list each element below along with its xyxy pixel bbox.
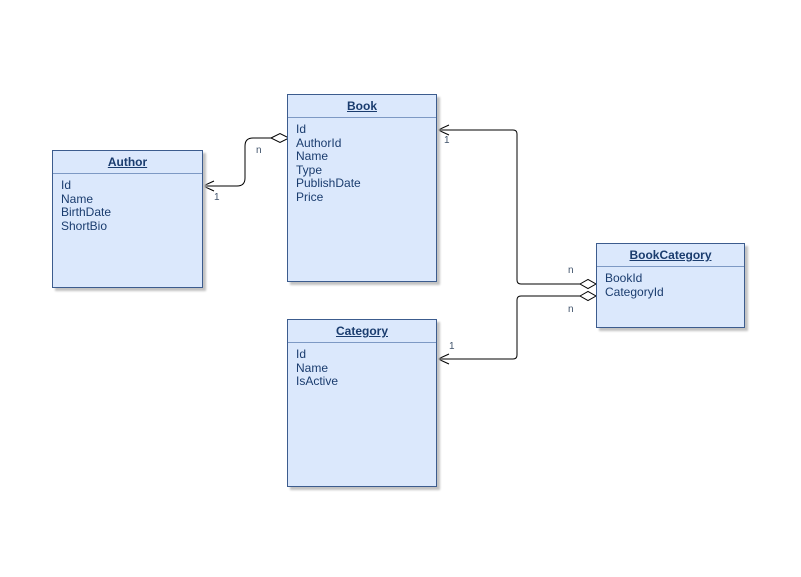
- field-row: Id: [61, 178, 72, 192]
- field-row: BirthDate: [61, 205, 112, 219]
- entity-author[interactable]: Author Id Name BirthDate ShortBio: [52, 150, 203, 288]
- open-arrow-icon: [201, 180, 215, 192]
- field-row: Id: [296, 347, 307, 361]
- entity-bookcategory-title: BookCategory: [597, 244, 744, 267]
- entity-author-title: Author: [53, 151, 202, 174]
- field-row: PublishDate: [296, 176, 361, 190]
- multiplicity-label-category-one: 1: [449, 341, 455, 352]
- diamond-arrow-icon: [578, 290, 598, 302]
- diamond-arrow-icon: [578, 278, 598, 290]
- multiplicity-label-book-many: n: [256, 145, 262, 156]
- field-row: ShortBio: [61, 218, 108, 233]
- multiplicity-label-bookcategory-many-top: n: [568, 265, 574, 276]
- entity-category-fields: Id Name IsActive: [288, 343, 436, 389]
- connector-book-author[interactable]: [201, 132, 291, 192]
- field-row: Id: [296, 122, 307, 136]
- field-row: CategoryId: [605, 284, 664, 299]
- connector-bookcategory-book[interactable]: [436, 124, 598, 290]
- multiplicity-label-book-one: 1: [444, 135, 450, 146]
- multiplicity-label-bookcategory-many-bottom: n: [568, 304, 574, 315]
- entity-author-fields: Id Name BirthDate ShortBio: [53, 174, 202, 233]
- entity-book-title: Book: [288, 95, 436, 118]
- field-row: Price: [296, 189, 324, 204]
- connector-wire[interactable]: [438, 295, 580, 360]
- field-row: AuthorId: [296, 135, 342, 150]
- entity-category-title: Category: [288, 320, 436, 343]
- field-row: BookId: [605, 271, 643, 285]
- field-row: Name: [296, 149, 329, 163]
- entity-bookcategory-fields: BookId CategoryId: [597, 267, 744, 299]
- connector-bookcategory-category[interactable]: [436, 290, 598, 365]
- entity-category[interactable]: Category Id Name IsActive: [287, 319, 437, 487]
- entity-bookcategory[interactable]: BookCategory BookId CategoryId: [596, 243, 745, 328]
- open-arrow-icon: [436, 353, 450, 365]
- field-row: Name: [61, 191, 94, 206]
- entity-book[interactable]: Book Id AuthorId Name Type PublishDate P…: [287, 94, 437, 282]
- connector-wire[interactable]: [203, 137, 271, 187]
- open-arrow-icon: [436, 124, 450, 136]
- field-row: IsActive: [296, 374, 339, 388]
- field-row: Type: [296, 162, 323, 177]
- connector-wire[interactable]: [438, 129, 580, 285]
- multiplicity-label-author-one: 1: [214, 192, 220, 203]
- field-row: Name: [296, 360, 329, 375]
- entity-book-fields: Id AuthorId Name Type PublishDate Price: [288, 118, 436, 204]
